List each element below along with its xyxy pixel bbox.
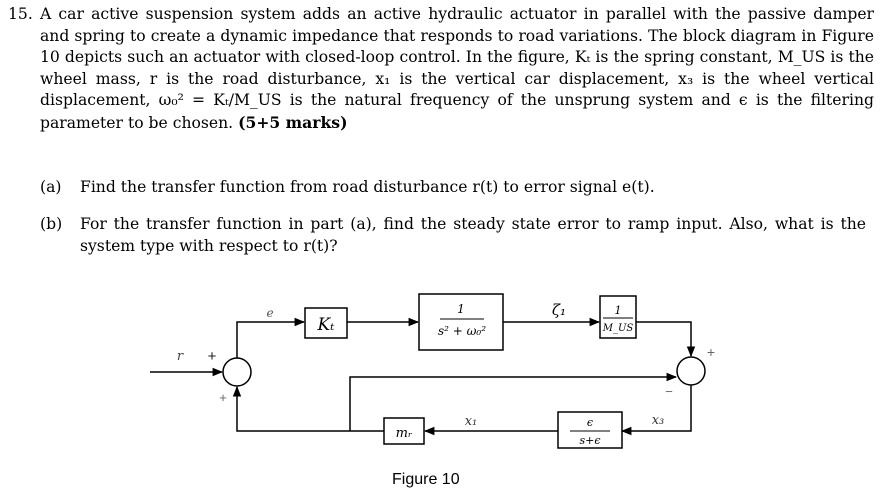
summing-junction-2 (676, 356, 706, 386)
block-filter-numerator: ϵ (587, 416, 593, 429)
x3-line (620, 385, 692, 436)
part-a-label: (a) (40, 178, 62, 196)
sj1-sign-top: + (208, 348, 217, 365)
question-marks: (5+5 marks) (238, 112, 348, 132)
sj2-sign-bottom: − (665, 384, 673, 399)
block-kt-label: Kₜ (317, 315, 336, 335)
mus-to-sj2-arrow (636, 321, 696, 358)
block-mus (599, 295, 637, 339)
block-filter-denominator: s+ϵ (579, 434, 600, 447)
block-mus-numerator: 1 (615, 304, 622, 317)
part-b-label: (b) (40, 215, 63, 233)
block-mus-denominator: M_US (602, 323, 634, 334)
signal-x3-label: x₃ (652, 413, 665, 428)
figure-caption: Figure 10 (392, 471, 460, 488)
part-a-text: Find the transfer function from road dis… (80, 178, 655, 196)
block-plant-numerator: 1 (457, 302, 465, 316)
question-body: A car active suspension system adds an a… (40, 4, 874, 134)
sj1-sign-bottom: + (219, 390, 227, 405)
feedback-to-sj1-arrow (232, 385, 384, 432)
signal-e-label: e (266, 306, 273, 320)
error-signal-line (236, 317, 306, 358)
block-kt (304, 307, 348, 339)
block-filter (557, 411, 623, 449)
part-b-text: For the transfer function in part (a), f… (80, 215, 866, 255)
x1-to-sj2-arrow (349, 372, 678, 431)
signal-x1-label: x₁ (465, 414, 478, 429)
summing-junction-1 (222, 357, 252, 387)
signal-zeta-label: ζ₁ (552, 301, 566, 319)
signal-r-label: r (177, 349, 184, 364)
block-mr-label: mᵣ (396, 426, 413, 441)
question-number: 15. (8, 5, 33, 23)
question-text: A car active suspension system adds an a… (40, 5, 874, 132)
block-plant-denominator: s² + ω₀² (438, 324, 486, 338)
sj2-sign-top: + (707, 344, 715, 360)
